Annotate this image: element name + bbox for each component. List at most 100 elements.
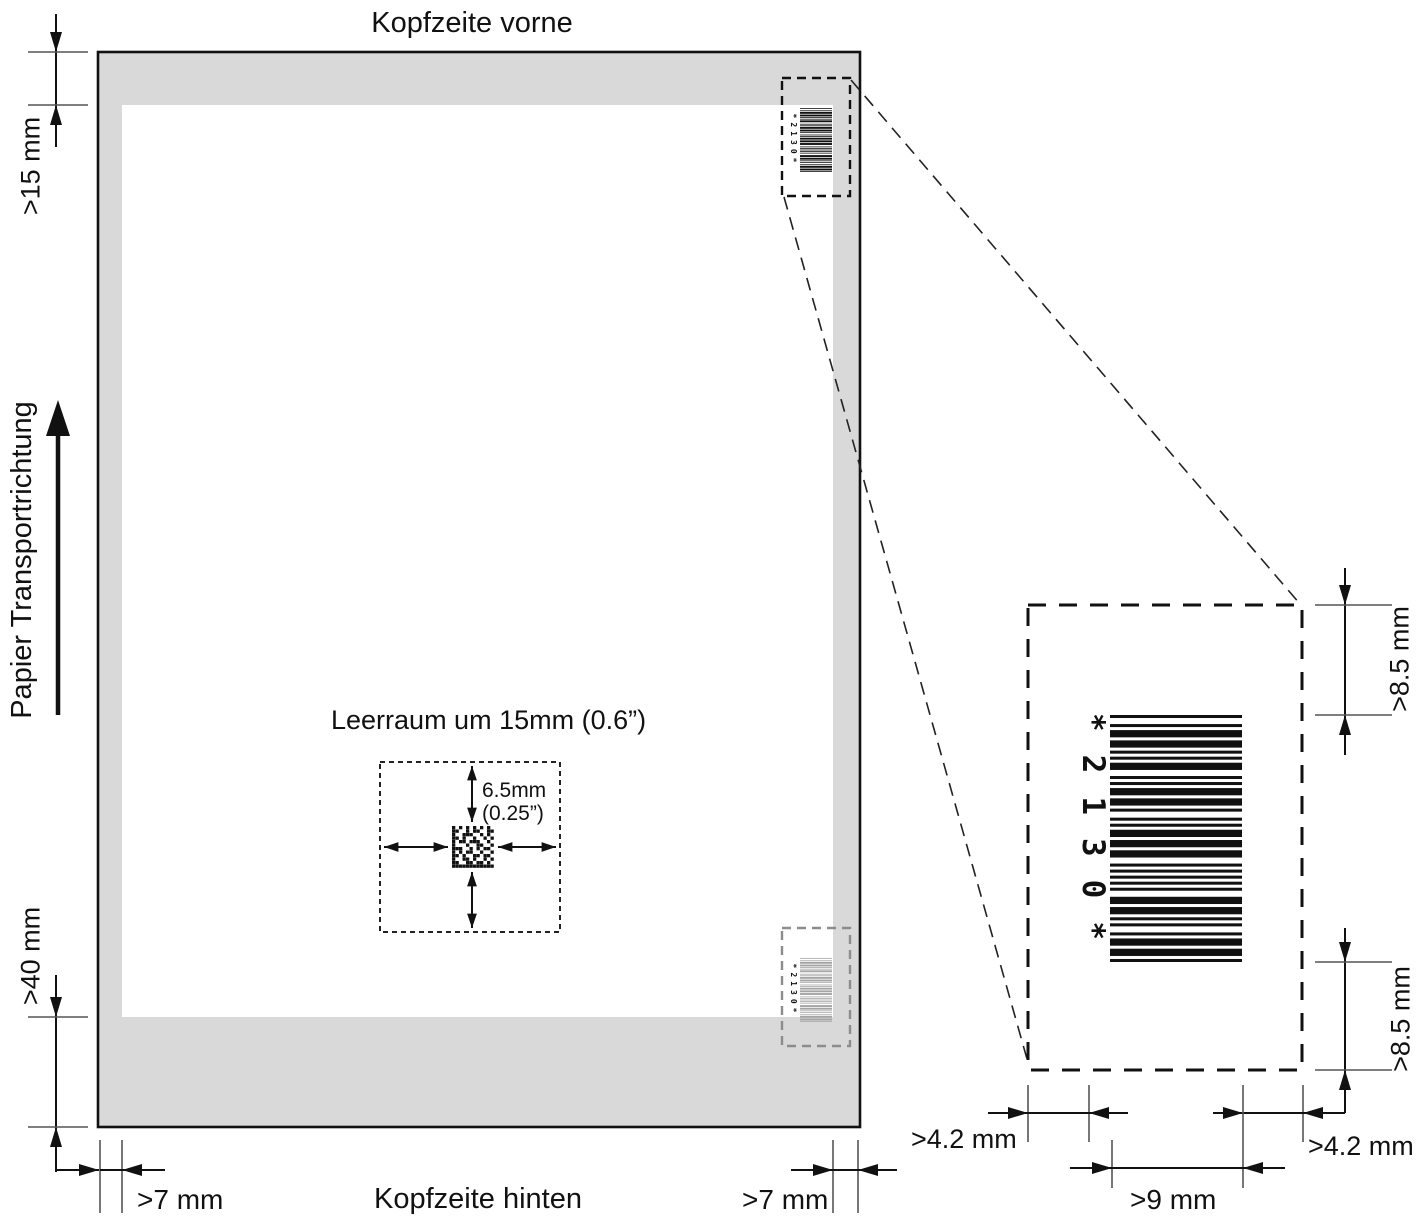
datamatrix-code: [452, 826, 494, 868]
barcode-zone-box-gray: [780, 926, 852, 1048]
bar: [452, 847, 456, 851]
bar: [452, 854, 456, 858]
bar: [800, 970, 832, 973]
bar: [800, 979, 832, 982]
bar: [490, 864, 494, 868]
bar: [1110, 881, 1242, 885]
dim-bottom-margin: >40 mm: [15, 907, 99, 1176]
bar: [800, 968, 832, 970]
dim-left-margin: >7 mm: [99, 1140, 223, 1215]
gap-label-line1: 6.5mm: [482, 779, 546, 802]
bar: [452, 857, 456, 861]
bar: [476, 829, 480, 833]
bar: [800, 1005, 832, 1007]
dim-detail-top: >8.5 mm: [1315, 568, 1414, 755]
bar: [800, 120, 832, 123]
bar: [455, 854, 459, 858]
bar: [800, 973, 832, 975]
bar: [459, 826, 463, 830]
barcode-zone-box: [780, 76, 852, 198]
bar: [473, 836, 477, 840]
bar: [462, 854, 466, 858]
bar: [452, 833, 456, 837]
bar: [459, 840, 463, 844]
bar: [800, 960, 832, 962]
bar: [487, 833, 491, 837]
connector-top: [850, 79, 1301, 605]
bar: [487, 829, 491, 833]
bar: [476, 854, 480, 858]
bar: [469, 864, 473, 868]
bar: [455, 864, 459, 868]
bar: [459, 864, 463, 868]
clear-zone-box: [379, 761, 561, 933]
bar: [466, 829, 470, 833]
bar: [800, 986, 832, 987]
bar: [490, 857, 494, 861]
bar: [476, 864, 480, 868]
bar: [469, 840, 473, 844]
bar: [800, 161, 832, 163]
bar: [800, 1021, 832, 1022]
bar: [480, 861, 484, 865]
bar: [800, 129, 832, 132]
bar: [800, 976, 832, 979]
bar: [800, 999, 832, 1001]
bar: [455, 836, 459, 840]
bar: [800, 998, 832, 999]
bar: [483, 864, 487, 868]
bar: [480, 833, 484, 837]
bar: [800, 1001, 832, 1002]
bar: [1110, 948, 1242, 956]
bar: [487, 826, 491, 830]
bar: [800, 157, 832, 160]
bar: [466, 826, 470, 830]
bar: [1110, 756, 1242, 760]
bar: [1110, 762, 1242, 770]
bar: [476, 843, 480, 847]
bar: [487, 847, 491, 851]
bar: [800, 125, 832, 127]
bar: [483, 854, 487, 858]
bar: [800, 996, 832, 998]
bar: [800, 958, 832, 959]
barcode-enlarged: [1110, 715, 1242, 962]
barcode-detail-view: *2130*: [1026, 603, 1304, 1072]
bar: [1110, 875, 1242, 879]
bar: [490, 829, 494, 833]
bar: [1110, 917, 1242, 921]
gap-label-line2: (0.25”): [482, 802, 544, 825]
dim-detail-right-label: >4.2 mm: [1308, 1131, 1414, 1161]
bar: [1110, 840, 1242, 848]
bar: [476, 861, 480, 865]
bar: [466, 843, 470, 847]
bar: [800, 155, 832, 157]
bar: [455, 847, 459, 851]
bar: [469, 861, 473, 865]
dim-left-margin-label: >7 mm: [137, 1184, 223, 1215]
bar: [452, 829, 456, 833]
bar: [487, 840, 491, 844]
bar: [452, 864, 456, 868]
bar: [1110, 958, 1242, 962]
bar: [1110, 782, 1242, 786]
barcode-enlarged-text: *2130*: [1075, 713, 1111, 963]
bar: [1110, 788, 1242, 796]
bar: [466, 833, 470, 837]
bar: [452, 836, 456, 840]
dim-detail-left: >4.2 mm: [911, 1085, 1128, 1154]
bar: [466, 864, 470, 868]
bar: [483, 847, 487, 851]
bar: [473, 854, 477, 858]
bar: [452, 840, 456, 844]
dim-detail-bottom-label: >8.5 mm: [1385, 966, 1415, 1072]
bar: [800, 140, 832, 143]
bar: [800, 143, 832, 145]
dim-detail-right: >4.2 mm: [1213, 1085, 1414, 1161]
barcode-back: [800, 958, 832, 1022]
dim-right-margin-label: >7 mm: [742, 1184, 828, 1215]
bar: [800, 123, 832, 125]
bar: [462, 833, 466, 837]
bar: [800, 117, 832, 119]
